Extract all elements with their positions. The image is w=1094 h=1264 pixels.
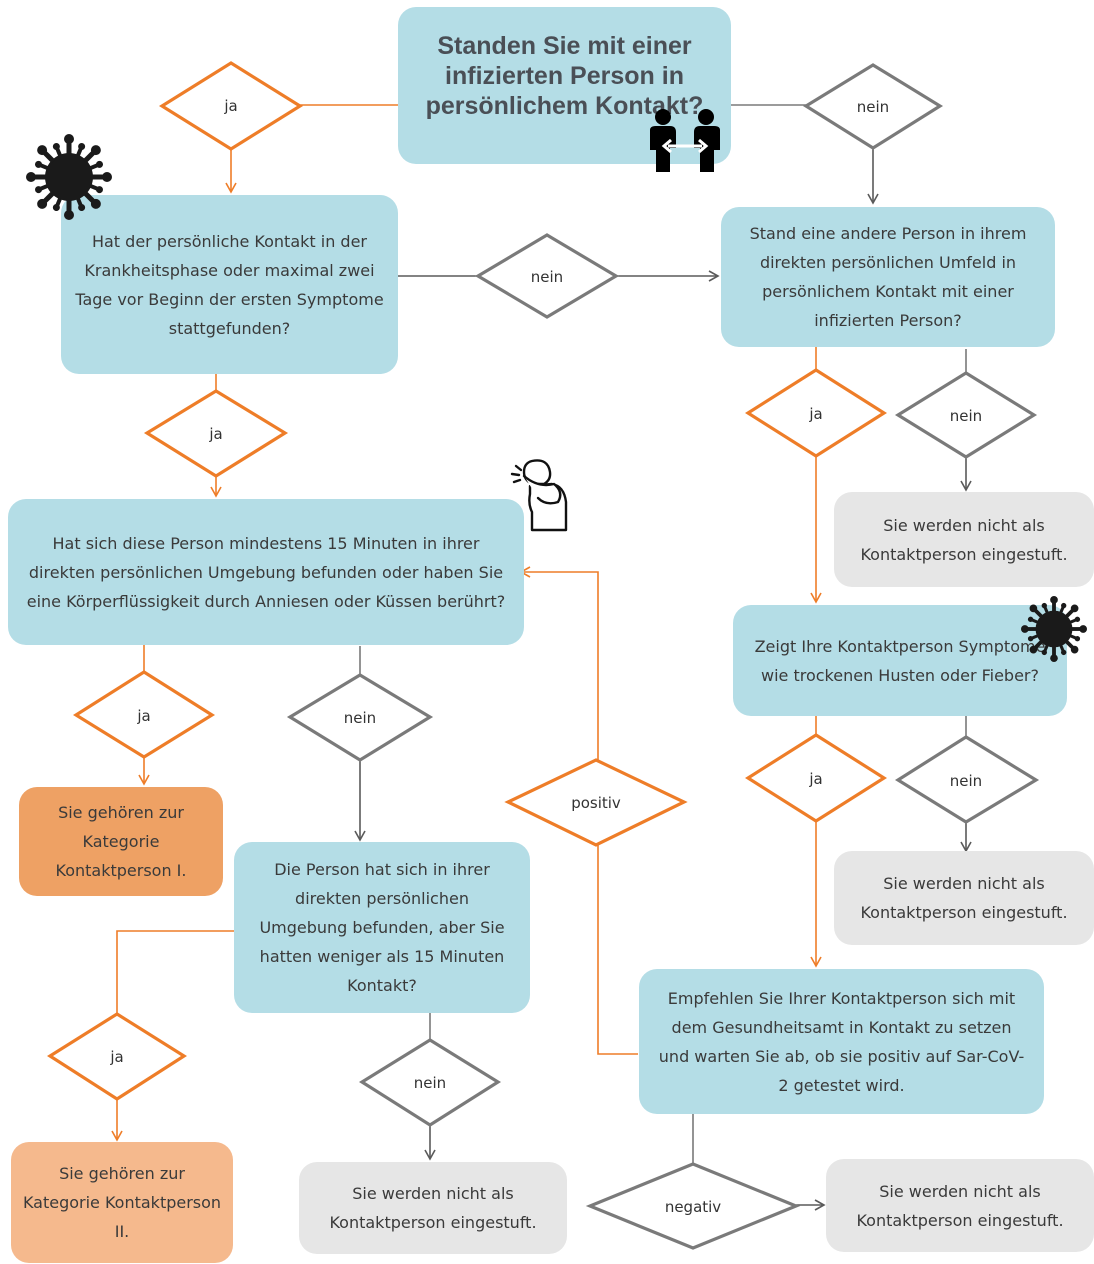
decision-label: nein <box>950 407 982 425</box>
question-text: Empfehlen Sie Ihrer Kontaktperson sich m… <box>658 988 1025 1095</box>
result-not-contact-3: Sie werden nicht als Kontaktperson einge… <box>299 1162 567 1254</box>
decision-ja-3: ja <box>745 368 887 458</box>
question-text: Die Person hat sich in ihrer direkten pe… <box>259 860 505 995</box>
decision-ja-5: ja <box>745 733 887 823</box>
connector-q3-ja <box>116 930 236 1014</box>
decision-label: ja <box>136 707 150 725</box>
result-text: Sie werden nicht als Kontaktperson einge… <box>856 1181 1064 1230</box>
question-symptoms: Zeigt Ihre Kontaktperson Symptome wie tr… <box>733 605 1067 716</box>
question-recommend-health-office: Empfehlen Sie Ihrer Kontaktperson sich m… <box>639 969 1044 1114</box>
result-not-contact-2: Sie werden nicht als Kontaktperson einge… <box>834 851 1094 945</box>
decision-nein-5: nein <box>894 735 1040 824</box>
decision-positiv: positiv <box>504 758 688 847</box>
decision-ja-2: ja <box>143 389 289 478</box>
decision-label: ja <box>808 405 822 423</box>
title-text: Standen Sie mit einer infizierten Person… <box>425 31 704 120</box>
result-category-2: Sie gehören zur Kategorie Kontaktperson … <box>11 1142 233 1263</box>
decision-label: ja <box>223 97 237 115</box>
question-less-than-15: Die Person hat sich in ihrer direkten pe… <box>234 842 530 1013</box>
decision-nein-6: nein <box>358 1038 502 1127</box>
decision-label: positiv <box>571 794 621 812</box>
decision-nein-4: nein <box>286 673 434 762</box>
decisions: ja nein nein ja ja nein ja nein <box>47 61 1040 1250</box>
result-text: Sie werden nicht als Kontaktperson einge… <box>860 515 1068 564</box>
decision-ja-1: ja <box>158 61 304 151</box>
result-text: Sie werden nicht als Kontaktperson einge… <box>329 1184 537 1232</box>
result-not-contact-1: Sie werden nicht als Kontaktperson einge… <box>834 492 1094 587</box>
result-not-contact-4: Sie werden nicht als Kontaktperson einge… <box>826 1159 1094 1252</box>
decision-nein-1: nein <box>802 63 944 150</box>
people-contact-icon <box>650 109 720 172</box>
decision-label: nein <box>857 98 889 116</box>
question-text: Stand eine andere Person in ihrem direkt… <box>749 224 1027 330</box>
decision-label: ja <box>808 770 822 788</box>
decision-label: negativ <box>665 1198 721 1216</box>
decision-label: ja <box>109 1048 123 1066</box>
connector-q6-positiv <box>597 845 638 1055</box>
coronavirus-icon <box>1021 596 1087 662</box>
question-text: Hat der persönliche Kontakt in der Krank… <box>75 231 384 338</box>
question-text: Zeigt Ihre Kontaktperson Symptome wie tr… <box>754 636 1046 685</box>
coronavirus-icon <box>26 134 112 220</box>
decision-ja-4: ja <box>72 670 216 759</box>
result-text: Sie gehören zur Kategorie Kontaktperson … <box>55 803 187 880</box>
connectors <box>111 104 972 1211</box>
question-contact-timing: Hat der persönliche Kontakt in der Krank… <box>61 195 398 374</box>
decision-nein-2: nein <box>474 233 620 319</box>
decision-ja-6: ja <box>47 1012 187 1101</box>
result-text: Sie werden nicht als Kontaktperson einge… <box>860 874 1068 922</box>
decision-nein-3: nein <box>894 371 1038 459</box>
result-category-1: Sie gehören zur Kategorie Kontaktperson … <box>19 787 223 896</box>
question-text: Hat sich diese Person mindestens 15 Minu… <box>26 533 506 611</box>
result-text: Sie gehören zur Kategorie Kontaktperson … <box>22 1164 222 1241</box>
decision-label: nein <box>414 1074 446 1092</box>
decision-label: nein <box>531 268 563 286</box>
decision-negativ: negativ <box>585 1162 801 1250</box>
question-duration: Hat sich diese Person mindestens 15 Minu… <box>8 499 524 645</box>
decision-label: nein <box>344 709 376 727</box>
decision-label: nein <box>950 772 982 790</box>
decision-label: ja <box>208 425 222 443</box>
question-other-person: Stand eine andere Person in ihrem direkt… <box>721 207 1055 347</box>
sneeze-person-icon <box>510 459 568 532</box>
connector-positiv-q2 <box>519 566 599 760</box>
